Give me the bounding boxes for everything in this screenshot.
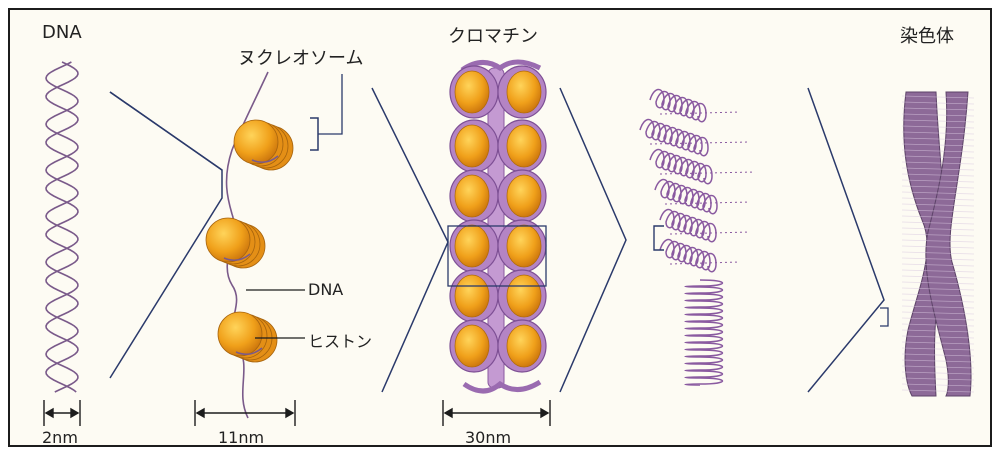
scale-label-30nm: 30nm [465, 428, 511, 447]
nucleosome-label: ヌクレオソーム [238, 44, 363, 70]
nucleosome-to-chromatin-connector [372, 88, 448, 392]
chromatin-nucleosome [498, 170, 546, 222]
chromatin-nucleosome [450, 120, 498, 172]
scale-label-2nm: 2nm [42, 428, 78, 447]
loops-to-chromosome-connector [808, 88, 884, 392]
scale-bar-30nm [443, 400, 550, 426]
histone-label: ヒストン [308, 328, 372, 352]
chromatin-loop-row [655, 180, 717, 214]
nucleosome [206, 218, 265, 268]
scale-bar-2nm [44, 400, 80, 426]
scale-label-11nm: 11nm [218, 428, 264, 447]
chromatin-label: クロマチン [448, 22, 538, 48]
dna-strand-b [46, 62, 78, 392]
chromatin-nucleosome [498, 120, 546, 172]
coiled-segment [685, 280, 723, 385]
looped-chromatin [640, 90, 755, 386]
chromatin-nucleosome [450, 66, 498, 118]
chromosome-bracket [880, 308, 888, 326]
nucleosome-bracket [310, 118, 318, 150]
chromatin-nucleosome [498, 270, 546, 322]
dna-double-helix [46, 62, 78, 392]
chromatin-loop-row [660, 210, 716, 242]
loops-highlight-bracket [654, 226, 664, 250]
chromosome-x [902, 92, 974, 396]
chromatin-loop-row [650, 150, 712, 184]
chromatin-nucleosome [450, 220, 498, 272]
chromatin-nucleosome [498, 220, 546, 272]
chromatin-loop-row [640, 120, 708, 156]
chromatin-to-loops-connector [560, 88, 626, 392]
nucleosome-group [206, 120, 293, 362]
chromatin-nucleosome [498, 320, 546, 372]
chromatin-nucleosome [450, 320, 498, 372]
nucleosome [218, 312, 277, 362]
dna-title-label: DNA [42, 22, 82, 43]
dna-pointer-label: DNA [308, 280, 343, 299]
chromatin-nucleosome [498, 66, 546, 118]
chromatin-nucleosome [450, 170, 498, 222]
nucleosome [234, 120, 293, 170]
dna-to-nucleosome-connector [110, 92, 222, 378]
chromatin-nucleosome [450, 270, 498, 322]
chromosome-label: 染色体 [900, 22, 954, 48]
chromatin-loop-row [650, 90, 706, 122]
nucleosome-label-line [318, 74, 342, 134]
scale-bar-11nm [195, 400, 295, 426]
chromatin-loop-row [660, 240, 716, 272]
